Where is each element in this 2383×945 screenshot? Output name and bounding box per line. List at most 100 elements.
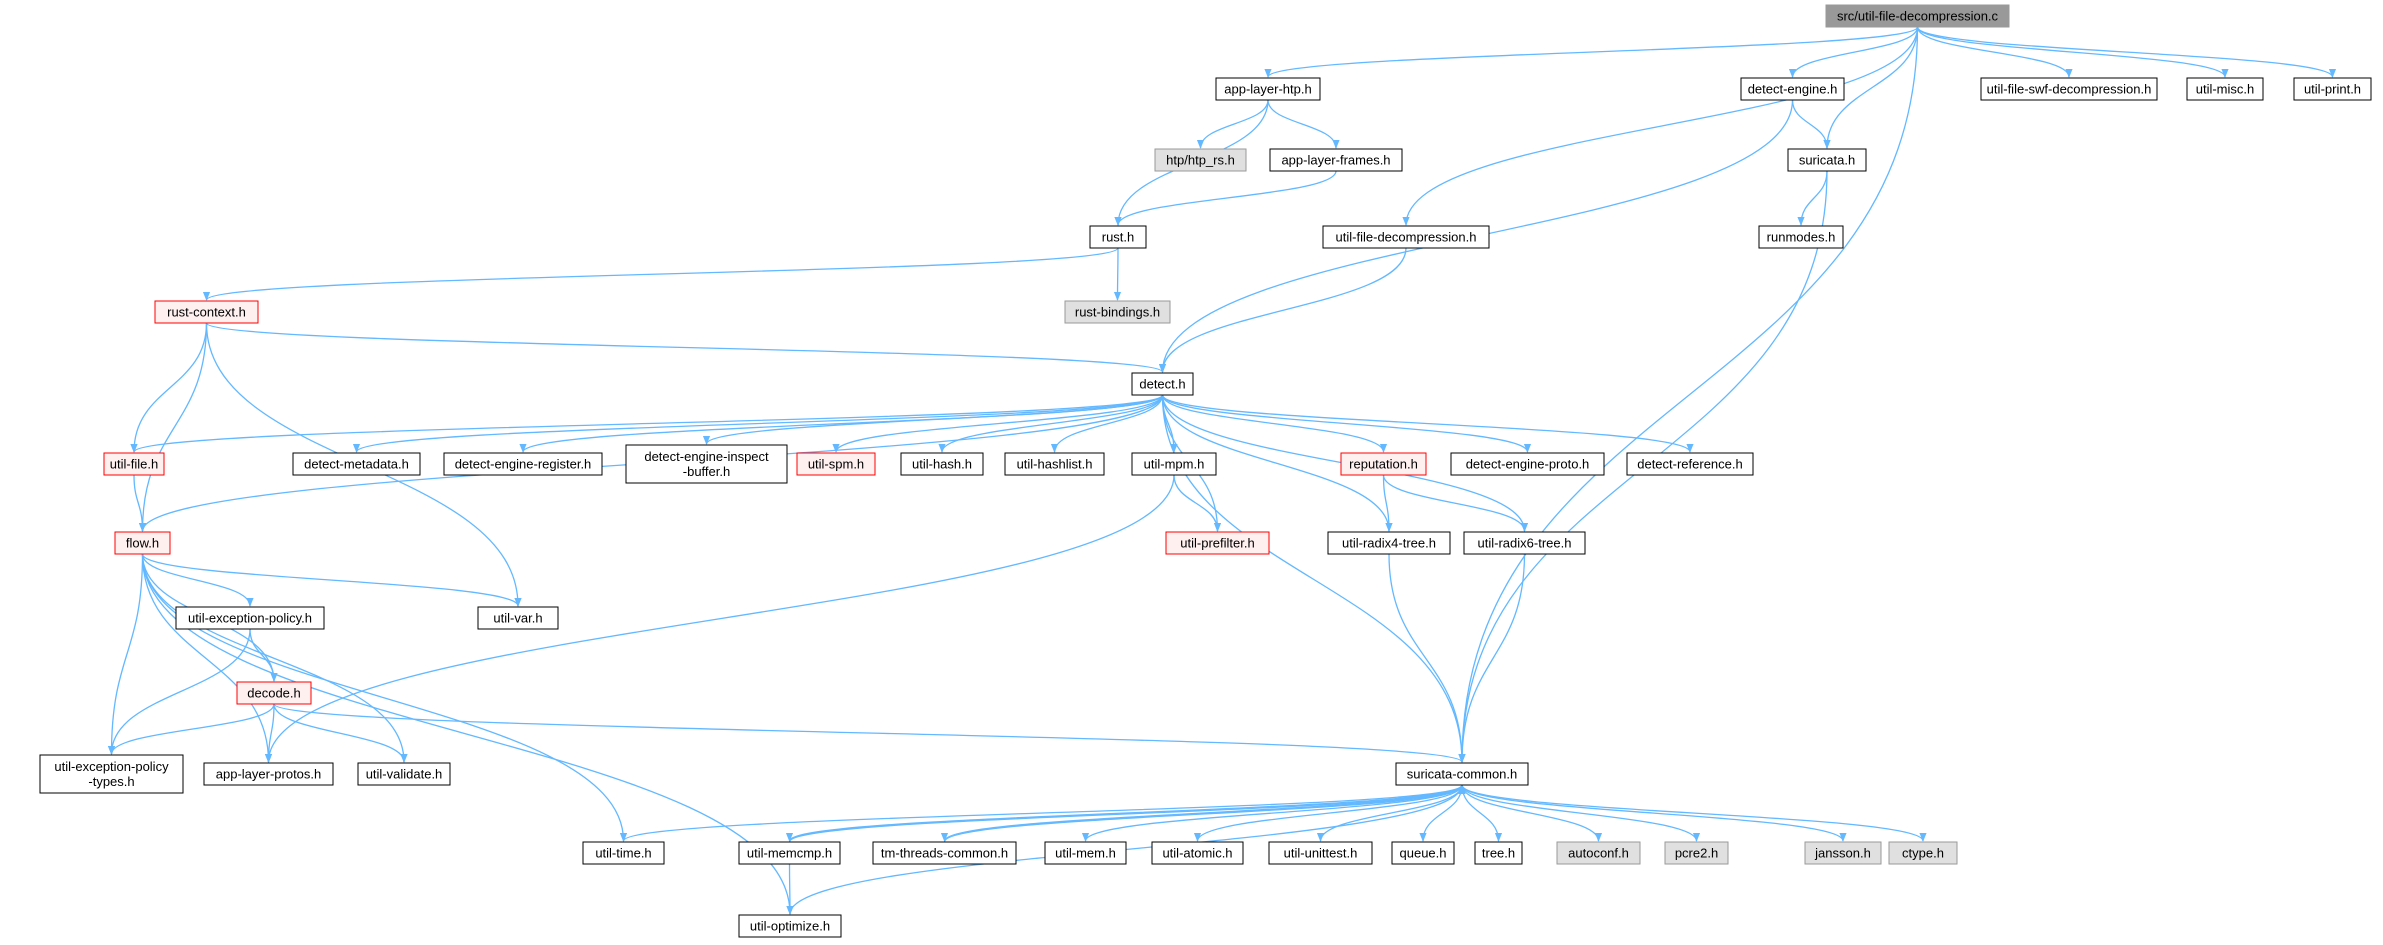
node-util-memcmp-h[interactable]: util-memcmp.h xyxy=(738,841,841,865)
node-util-radix4-tree-h[interactable]: util-radix4-tree.h xyxy=(1327,531,1451,555)
node-rust-h[interactable]: rust.h xyxy=(1089,225,1147,249)
edge-suricata-common-to-autoconf xyxy=(1461,784,1603,842)
edge-root-to-util-print xyxy=(1916,26,2337,78)
node-suricata-h[interactable]: suricata.h xyxy=(1787,148,1867,172)
edge-flow-h-to-app-layer-protos xyxy=(141,553,273,763)
node-tree-h[interactable]: tree.h xyxy=(1474,841,1523,865)
node-util-file-decompression-h[interactable]: util-file-decompression.h xyxy=(1322,225,1490,249)
node-ctype-h: ctype.h xyxy=(1888,841,1958,865)
node-util-atomic-h[interactable]: util-atomic.h xyxy=(1151,841,1244,865)
node-box xyxy=(1327,531,1451,555)
node-app-layer-htp-h[interactable]: app-layer-htp.h xyxy=(1215,77,1321,101)
node-util-print-h[interactable]: util-print.h xyxy=(2293,77,2372,101)
node-tm-threads-common-h[interactable]: tm-threads-common.h xyxy=(872,841,1017,865)
edge-util-file-to-flow-h xyxy=(133,474,147,532)
node-label: detect.h xyxy=(1139,377,1185,392)
node-label: runmodes.h xyxy=(1767,230,1836,245)
edge-rust-h-to-rust-context xyxy=(203,247,1119,301)
node-label: app-layer-protos.h xyxy=(216,767,322,782)
edge-app-layer-frames-to-rust-h xyxy=(1114,170,1337,226)
node-util-var-h[interactable]: util-var.h xyxy=(477,606,559,630)
node-util-file-swf-decompression-h[interactable]: util-file-swf-decompression.h xyxy=(1980,77,2158,101)
edge-detect-h-to-detect-metadata xyxy=(353,394,1164,453)
node-pcre2-h: pcre2.h xyxy=(1664,841,1729,865)
edge-root-to-suricata-common xyxy=(1458,26,1919,763)
node-box xyxy=(1154,148,1247,172)
node-label: util-file-swf-decompression.h xyxy=(1987,82,2152,97)
node-decode-h[interactable]: decode.h xyxy=(236,681,312,705)
node-queue-h[interactable]: queue.h xyxy=(1391,841,1455,865)
node-box xyxy=(796,452,876,476)
edge-rust-context-to-detect-h xyxy=(205,322,1166,373)
node-box xyxy=(1044,841,1127,865)
node-app-layer-protos-h[interactable]: app-layer-protos.h xyxy=(203,762,334,786)
node-detect-metadata-h[interactable]: detect-metadata.h xyxy=(292,452,421,476)
edge-suricata-common-to-ctype xyxy=(1461,784,1927,842)
node-label: tm-threads-common.h xyxy=(881,846,1008,861)
node-label: detect-engine-register.h xyxy=(455,457,592,472)
node-detect-reference-h[interactable]: detect-reference.h xyxy=(1626,452,1754,476)
node-label: app-layer-frames.h xyxy=(1281,153,1390,168)
edge-util-memcmp-to-suricata-common xyxy=(788,785,1466,843)
node-label: detect-reference.h xyxy=(1637,457,1743,472)
node-util-mem-h[interactable]: util-mem.h xyxy=(1044,841,1127,865)
node-box xyxy=(1004,452,1105,476)
node-label: htp/htp_rs.h xyxy=(1166,153,1235,168)
edge-suricata-common-to-util-time xyxy=(620,784,1463,842)
edge-flow-h-to-util-exception-policy-types xyxy=(107,553,144,755)
node-src-util-file-decompression-c[interactable]: src/util-file-decompression.c xyxy=(1825,4,2010,28)
node-util-unittest-h[interactable]: util-unittest.h xyxy=(1268,841,1373,865)
edge-detect-h-to-detect-engine-inspect-buffer xyxy=(703,394,1164,445)
node-detect-engine-register-h[interactable]: detect-engine-register.h xyxy=(443,452,603,476)
node-reputation-h[interactable]: reputation.h xyxy=(1340,452,1427,476)
node-label: ctype.h xyxy=(1902,846,1944,861)
edge-suricata-common-to-util-atomic xyxy=(1193,784,1463,842)
node-detect-h[interactable]: detect.h xyxy=(1131,372,1194,396)
node-util-exception-policy-h[interactable]: util-exception-policy.h xyxy=(175,606,325,630)
node-label: queue.h xyxy=(1400,846,1447,861)
node-util-validate-h[interactable]: util-validate.h xyxy=(357,762,451,786)
node-util-misc-h[interactable]: util-misc.h xyxy=(2186,77,2264,101)
node-util-file-h[interactable]: util-file.h xyxy=(103,452,165,476)
node-flow-h[interactable]: flow.h xyxy=(114,531,171,555)
edge-detect-engine-to-suricata-h xyxy=(1791,99,1831,149)
node-label: util-hashlist.h xyxy=(1017,457,1093,472)
edge-util-exception-policy-to-decode-h xyxy=(249,628,278,682)
node-box xyxy=(738,914,842,938)
node-suricata-common-h[interactable]: suricata-common.h xyxy=(1395,762,1529,786)
node-util-time-h[interactable]: util-time.h xyxy=(582,841,665,865)
node-box xyxy=(738,841,841,865)
node-label: detect-engine.h xyxy=(1748,82,1838,97)
node-box xyxy=(1664,841,1729,865)
node-label: util-hash.h xyxy=(912,457,972,472)
node-box xyxy=(625,444,788,484)
node-detect-engine-proto-h[interactable]: detect-engine-proto.h xyxy=(1450,452,1605,476)
node-box xyxy=(1215,77,1321,101)
node-box xyxy=(1463,531,1586,555)
node-jansson-h: jansson.h xyxy=(1804,841,1882,865)
edge-flow-h-to-util-validate xyxy=(141,553,408,763)
node-util-exception-policy-types-h[interactable]: util-exception-policy-types.h xyxy=(39,754,184,794)
node-runmodes-h[interactable]: runmodes.h xyxy=(1758,225,1844,249)
node-util-optimize-h[interactable]: util-optimize.h xyxy=(738,914,842,938)
node-util-spm-h[interactable]: util-spm.h xyxy=(796,452,876,476)
node-detect-engine-h[interactable]: detect-engine.h xyxy=(1740,77,1845,101)
edge-decode-h-to-app-layer-protos xyxy=(264,703,275,763)
node-box xyxy=(1474,841,1523,865)
node-box xyxy=(582,841,665,865)
node-box xyxy=(2293,77,2372,101)
node-label: util-radix6-tree.h xyxy=(1478,536,1572,551)
edge-util-radix6-to-suricata-common xyxy=(1458,553,1526,763)
node-box xyxy=(1151,841,1244,865)
node-util-radix6-tree-h[interactable]: util-radix6-tree.h xyxy=(1463,531,1586,555)
node-detect-engine-inspect-buffer-h[interactable]: detect-engine-inspect-buffer.h xyxy=(625,444,788,484)
node-util-hashlist-h[interactable]: util-hashlist.h xyxy=(1004,452,1105,476)
node-rust-context-h[interactable]: rust-context.h xyxy=(154,300,259,324)
node-util-mpm-h[interactable]: util-mpm.h xyxy=(1131,452,1217,476)
node-util-prefilter-h[interactable]: util-prefilter.h xyxy=(1165,531,1270,555)
node-util-hash-h[interactable]: util-hash.h xyxy=(900,452,984,476)
edge-util-memcmp-to-util-optimize xyxy=(786,863,794,915)
node-app-layer-frames-h[interactable]: app-layer-frames.h xyxy=(1269,148,1403,172)
edge-detect-h-to-detect-reference xyxy=(1161,394,1694,453)
